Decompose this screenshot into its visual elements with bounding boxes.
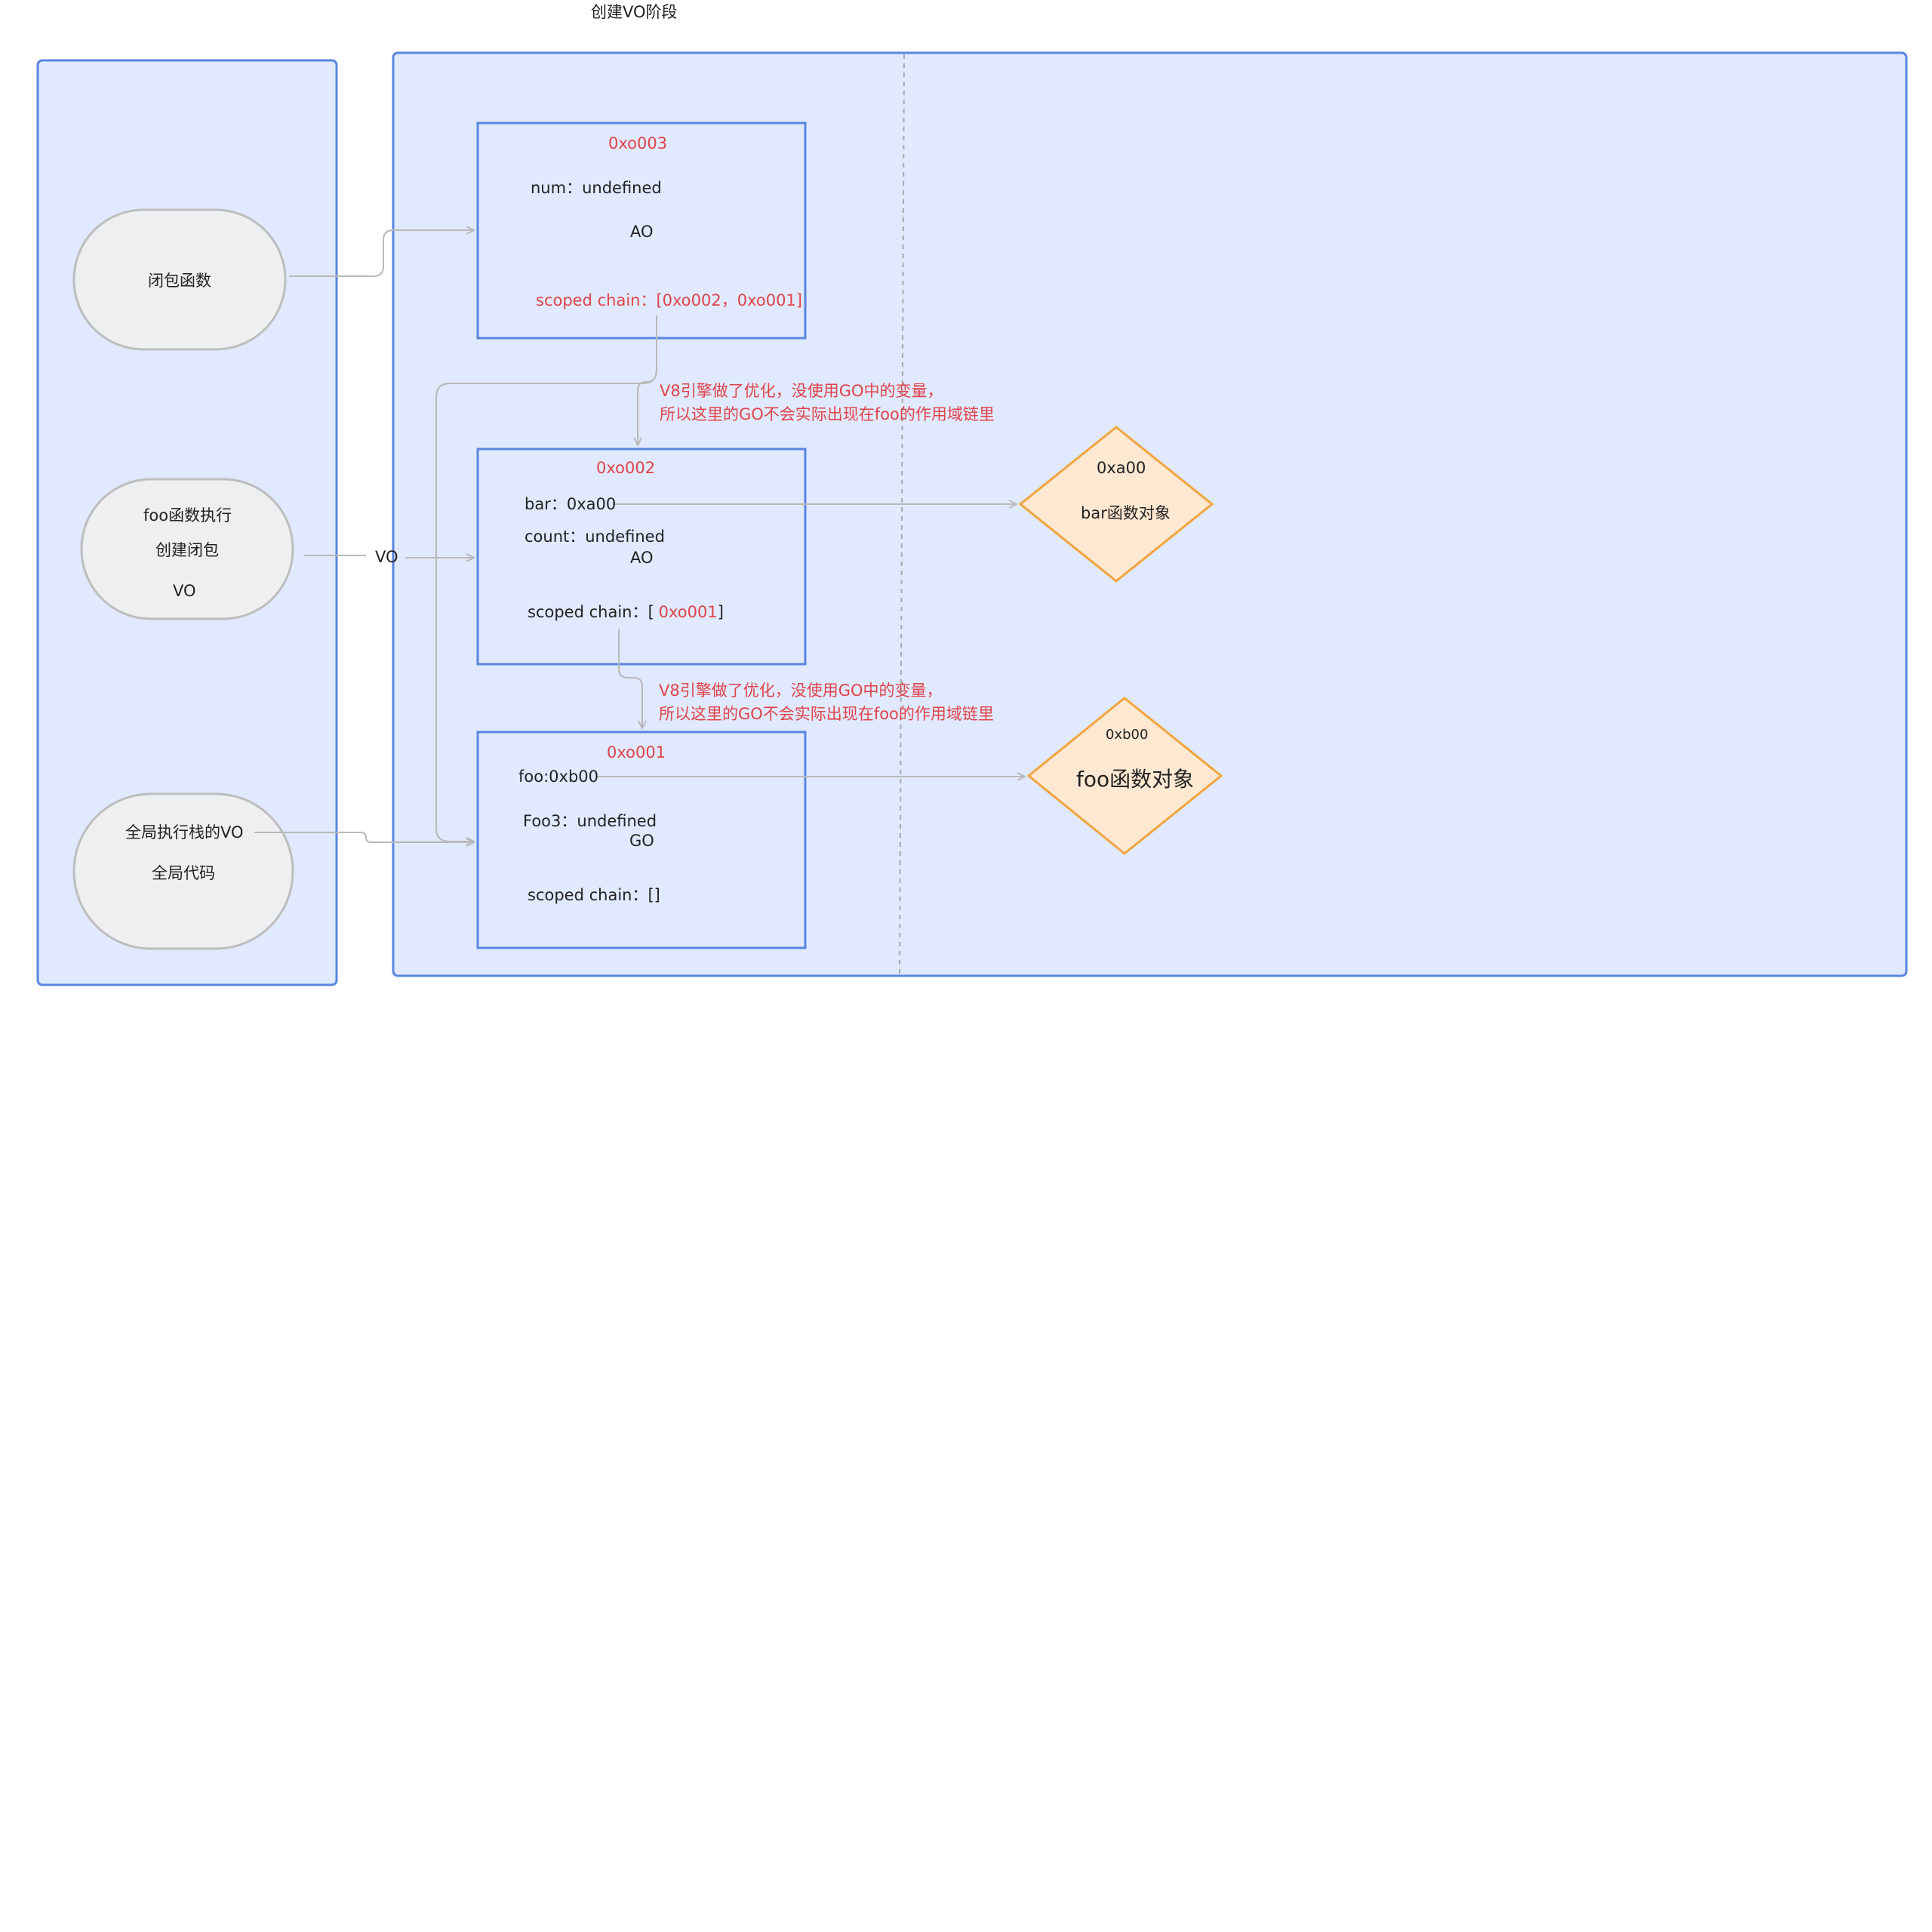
ao2-box[interactable] (476, 448, 807, 666)
note-1-line-2: 所以这里的GO不会实际出现在foo的作用域链里 (660, 405, 995, 423)
ao2-var-count: count：undefined (525, 528, 665, 546)
closure-to-ao3-connector (289, 230, 474, 277)
ao2-to-go-connector (618, 629, 642, 728)
go-address: 0xo001 (607, 743, 666, 761)
ao2-scope-chain-value: 0xo001 (658, 603, 718, 621)
global-label-1: 全局执行栈的VO (125, 823, 244, 841)
ao2-var-bar: bar：0xa00 (525, 495, 617, 513)
closure-pill[interactable] (72, 208, 287, 351)
global-label-2: 全局代码 (152, 864, 215, 882)
foo-exec-label-3: VO (173, 582, 196, 600)
go-var-foo3: Foo3：undefined (523, 812, 657, 830)
go-type: GO (629, 832, 654, 850)
global-pill[interactable] (72, 792, 294, 950)
foo-object-address: 0xb00 (1106, 727, 1149, 743)
bar-object-diamond[interactable] (1018, 426, 1214, 583)
ao2-scope-chain-prefix: scoped chain：[ (528, 603, 654, 621)
foo-exec-pill[interactable] (80, 478, 294, 620)
foo-object-diamond[interactable] (1026, 697, 1223, 855)
global-to-go-connector (254, 832, 474, 842)
ao3-var-num: num：undefined (531, 179, 662, 197)
note-2-line-2: 所以这里的GO不会实际出现在foo的作用域链里 (659, 705, 994, 723)
note-2-line-1: V8引擎做了优化，没使用GO中的变量， (659, 681, 943, 700)
ao2-type: AO (630, 549, 654, 567)
closure-label: 闭包函数 (148, 272, 211, 290)
ao3-box[interactable] (476, 122, 807, 340)
note-1-line-1: V8引擎做了优化，没使用GO中的变量， (660, 382, 943, 400)
ao3-to-go-connector (435, 315, 657, 841)
go-scope-chain: scoped chain：[] (528, 886, 660, 904)
bar-object-address: 0xa00 (1097, 459, 1146, 477)
ao2-scope-chain: scoped chain：[0xo001] (528, 605, 724, 620)
ao3-type: AO (630, 223, 654, 241)
go-var-foo: foo:0xb00 (518, 768, 599, 786)
foo-exec-label-1: foo函数执行 (143, 506, 232, 525)
diagram-title: 创建VO阶段 (591, 3, 678, 21)
ao3-address: 0xo003 (608, 134, 668, 152)
ao2-scope-chain-suffix: ] (717, 603, 724, 621)
ao3-scope-chain: scoped chain：[0xo002，0xo001] (536, 291, 802, 309)
foo-exec-label-2: 创建闭包 (155, 541, 219, 559)
go-box[interactable] (476, 731, 807, 949)
vo-connector-label: VO (375, 548, 398, 566)
bar-object-label: bar函数对象 (1081, 504, 1171, 522)
ao2-address: 0xo002 (596, 459, 656, 477)
foo-object-label: foo函数对象 (1076, 767, 1195, 792)
